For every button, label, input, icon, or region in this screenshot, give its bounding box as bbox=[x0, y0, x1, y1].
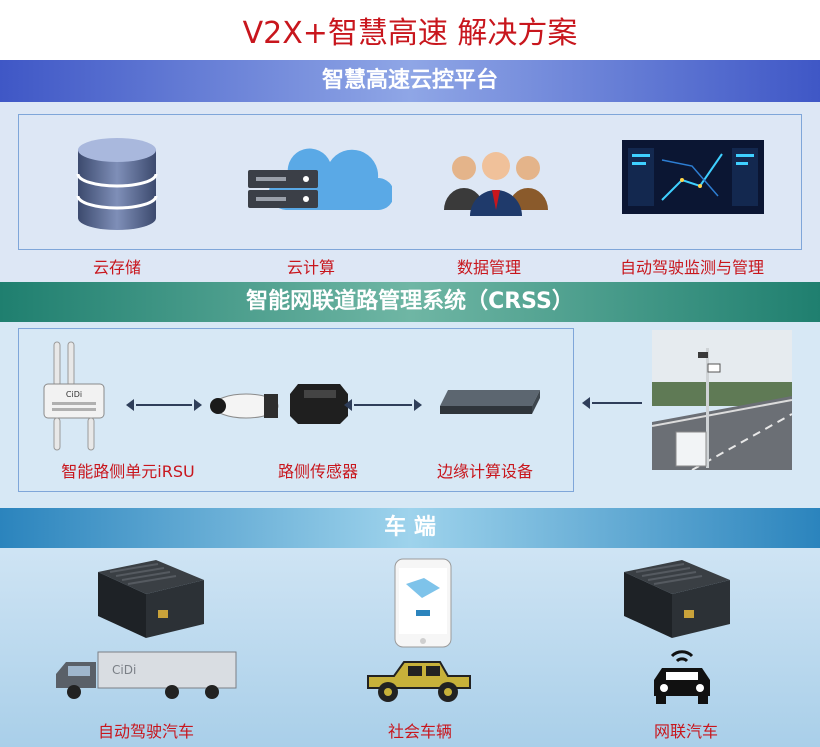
cloud-computing-label: 云计算 bbox=[286, 258, 335, 277]
smartphone-icon bbox=[394, 558, 452, 648]
social-vehicle-label: 社会车辆 bbox=[387, 722, 452, 741]
edge-computing-label: 边缘计算设备 bbox=[436, 462, 533, 481]
crss-header: 智能网联道路管理系统（CRSS） bbox=[0, 282, 820, 322]
truck-icon: CiDi bbox=[52, 650, 238, 702]
cloud-storage-label: 云存储 bbox=[92, 258, 141, 277]
autonomous-car-label: 自动驾驶汽车 bbox=[97, 722, 194, 741]
vehicle-header: 车 端 bbox=[0, 508, 820, 548]
cloud-platform-frame bbox=[18, 114, 802, 250]
truck-brand-text: CiDi bbox=[112, 663, 136, 677]
sensor-edge-arrow bbox=[344, 399, 422, 411]
rsu-antenna-icon: CiDi bbox=[42, 340, 106, 452]
obu-device-icon bbox=[96, 558, 206, 640]
connected-car-label: 网联汽车 bbox=[653, 722, 718, 741]
roadside-sensor-label: 路侧传感器 bbox=[277, 462, 358, 481]
rsu-logo-text: CiDi bbox=[66, 390, 82, 399]
photo-to-edge-arrow bbox=[582, 397, 642, 409]
rsu-label: 智能路侧单元iRSU bbox=[61, 462, 195, 481]
cloud-platform-header: 智慧高速云控平台 bbox=[0, 60, 820, 102]
monitor-dashboard-icon bbox=[622, 140, 764, 214]
crss-frame bbox=[18, 328, 574, 492]
autodrive-monitoring-label: 自动驾驶监测与管理 bbox=[619, 258, 764, 277]
page-title: V2X+智慧高速 解决方案 bbox=[242, 16, 578, 51]
connected-car-icon bbox=[648, 646, 716, 708]
database-icon bbox=[72, 136, 162, 232]
people-icon bbox=[440, 150, 552, 216]
camera-radar-icon bbox=[206, 380, 356, 426]
data-management-label: 数据管理 bbox=[456, 258, 521, 277]
edge-device-icon bbox=[440, 386, 544, 416]
rsu-sensor-arrow bbox=[126, 399, 202, 411]
obu-device-icon-right bbox=[622, 558, 732, 640]
roadside-pole-photo bbox=[651, 330, 793, 471]
jeep-icon bbox=[364, 658, 474, 704]
cloud-server-icon bbox=[246, 140, 394, 216]
